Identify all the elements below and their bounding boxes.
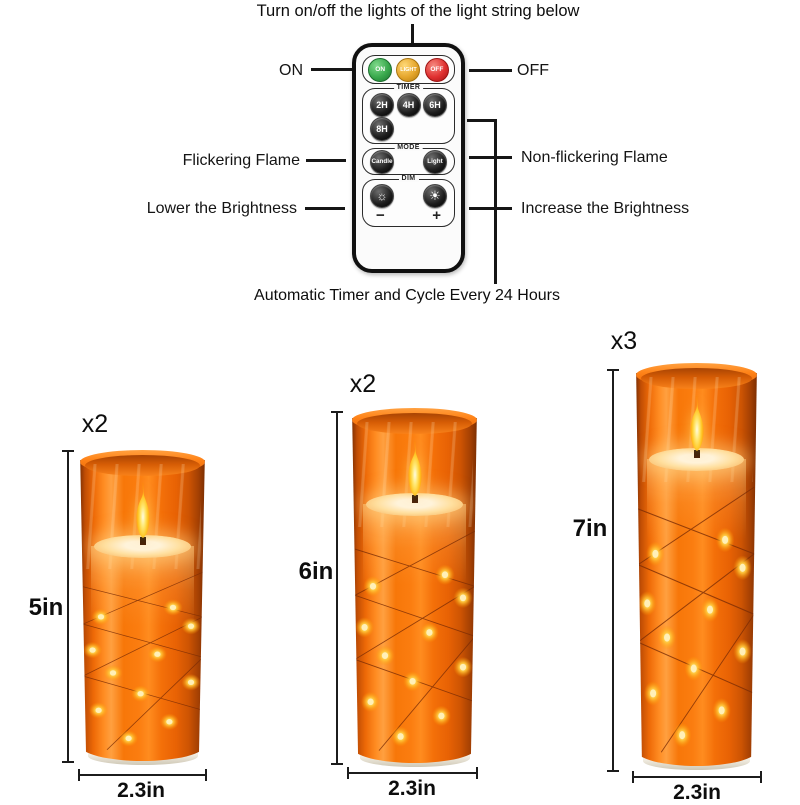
timer-button-2h: 2H [370,93,394,117]
candle1-height-dimension-line [62,450,74,763]
timer-button-6h: 6H [423,93,447,117]
header-title: Turn on/off the lights of the light stri… [256,2,580,20]
timer-button-group: TIMER 2H 4H 6H 8H [362,84,455,144]
candle3-figure [636,363,757,770]
string-lights [354,530,475,751]
mode-group-label: MODE [394,144,423,151]
candle1-figure [80,450,205,765]
candle1-height-label: 5in [28,594,64,621]
candle3-height-dimension-line [607,369,619,772]
candle1-count-label: x2 [81,410,109,438]
wax-surface [365,493,464,516]
title-connector-line [411,24,414,44]
sun-dim-icon: ☼ [376,189,388,203]
timer-note-stub-line [467,119,496,122]
on-button: ON [368,57,393,82]
glass-rim-inner [357,413,472,434]
dim-minus-label: − [376,207,385,224]
flame-icon [135,482,150,538]
candle2-figure [352,408,477,767]
candle1-glass [80,450,205,765]
timer-button-8h: 8H [370,117,394,141]
candle-mode-button: Candle [370,149,394,174]
callout-increase-label: Increase the Brightness [521,200,690,217]
timer-button-4h: 4H [396,93,421,117]
dim-up-button: ☀ [423,184,447,208]
callout-flickering-line [306,159,346,162]
callout-increase-line [469,207,512,210]
candle1-width-label: 2.3in [117,779,165,802]
wax-surface [93,535,192,558]
flame-icon [407,440,422,496]
candle2-width-label: 2.3in [388,777,436,800]
flame-icon [689,395,704,451]
callout-non-flickering-label: Non-flickering Flame [521,149,668,166]
timer-group-label: TIMER [393,84,424,91]
dim-group-label: DIM [398,175,419,182]
candle2-glass [352,408,477,767]
power-button-group: ON LIGHT OFF [362,55,455,84]
candle1-width-dimension-line [78,769,207,781]
glass-rim-inner [85,455,200,476]
dim-down-button: ☼ [370,184,394,208]
wick [411,495,418,503]
candle2-height-dimension-line [331,411,343,765]
callout-lower-label: Lower the Brightness [146,200,297,217]
callout-on-label: ON [279,62,303,79]
candle3-glass [636,363,757,770]
candle2-height-label: 6in [298,558,334,585]
callout-lower-line [305,207,345,210]
candle2-count-label: x2 [349,370,377,398]
mode-button-group: MODE Candle Light [362,144,455,175]
dim-button-group: DIM ☼ ☀ − + [362,175,455,227]
candle3-width-label: 2.3in [673,781,721,804]
callout-on-line [311,68,352,71]
candle3-count-label: x3 [610,327,638,355]
timer-note-vertical-line [494,119,497,284]
wick [139,537,146,545]
wax-surface [649,448,744,471]
timer-note: Automatic Timer and Cycle Every 24 Hours [254,287,560,304]
candle3-width-dimension-line [632,771,762,783]
string-lights [82,571,203,751]
callout-non-flickering-line [469,156,512,159]
dim-plus-label: + [432,207,441,224]
callout-off-label: OFF [517,62,549,79]
off-button: OFF [424,57,449,82]
candle2-width-dimension-line [347,767,478,779]
glass-rim-inner [640,368,753,389]
remote-control: ON LIGHT OFF TIMER 2H 4H 6H 8H MODE Cand… [352,43,465,273]
callout-off-line [469,69,512,72]
callout-flickering-label: Flickering Flame [182,152,300,169]
sun-bright-icon: ☀ [429,188,441,203]
string-lights [638,486,755,753]
candle3-height-label: 7in [572,515,608,542]
wick [693,450,700,458]
light-button: LIGHT [396,57,421,82]
light-mode-button: Light [423,149,447,174]
